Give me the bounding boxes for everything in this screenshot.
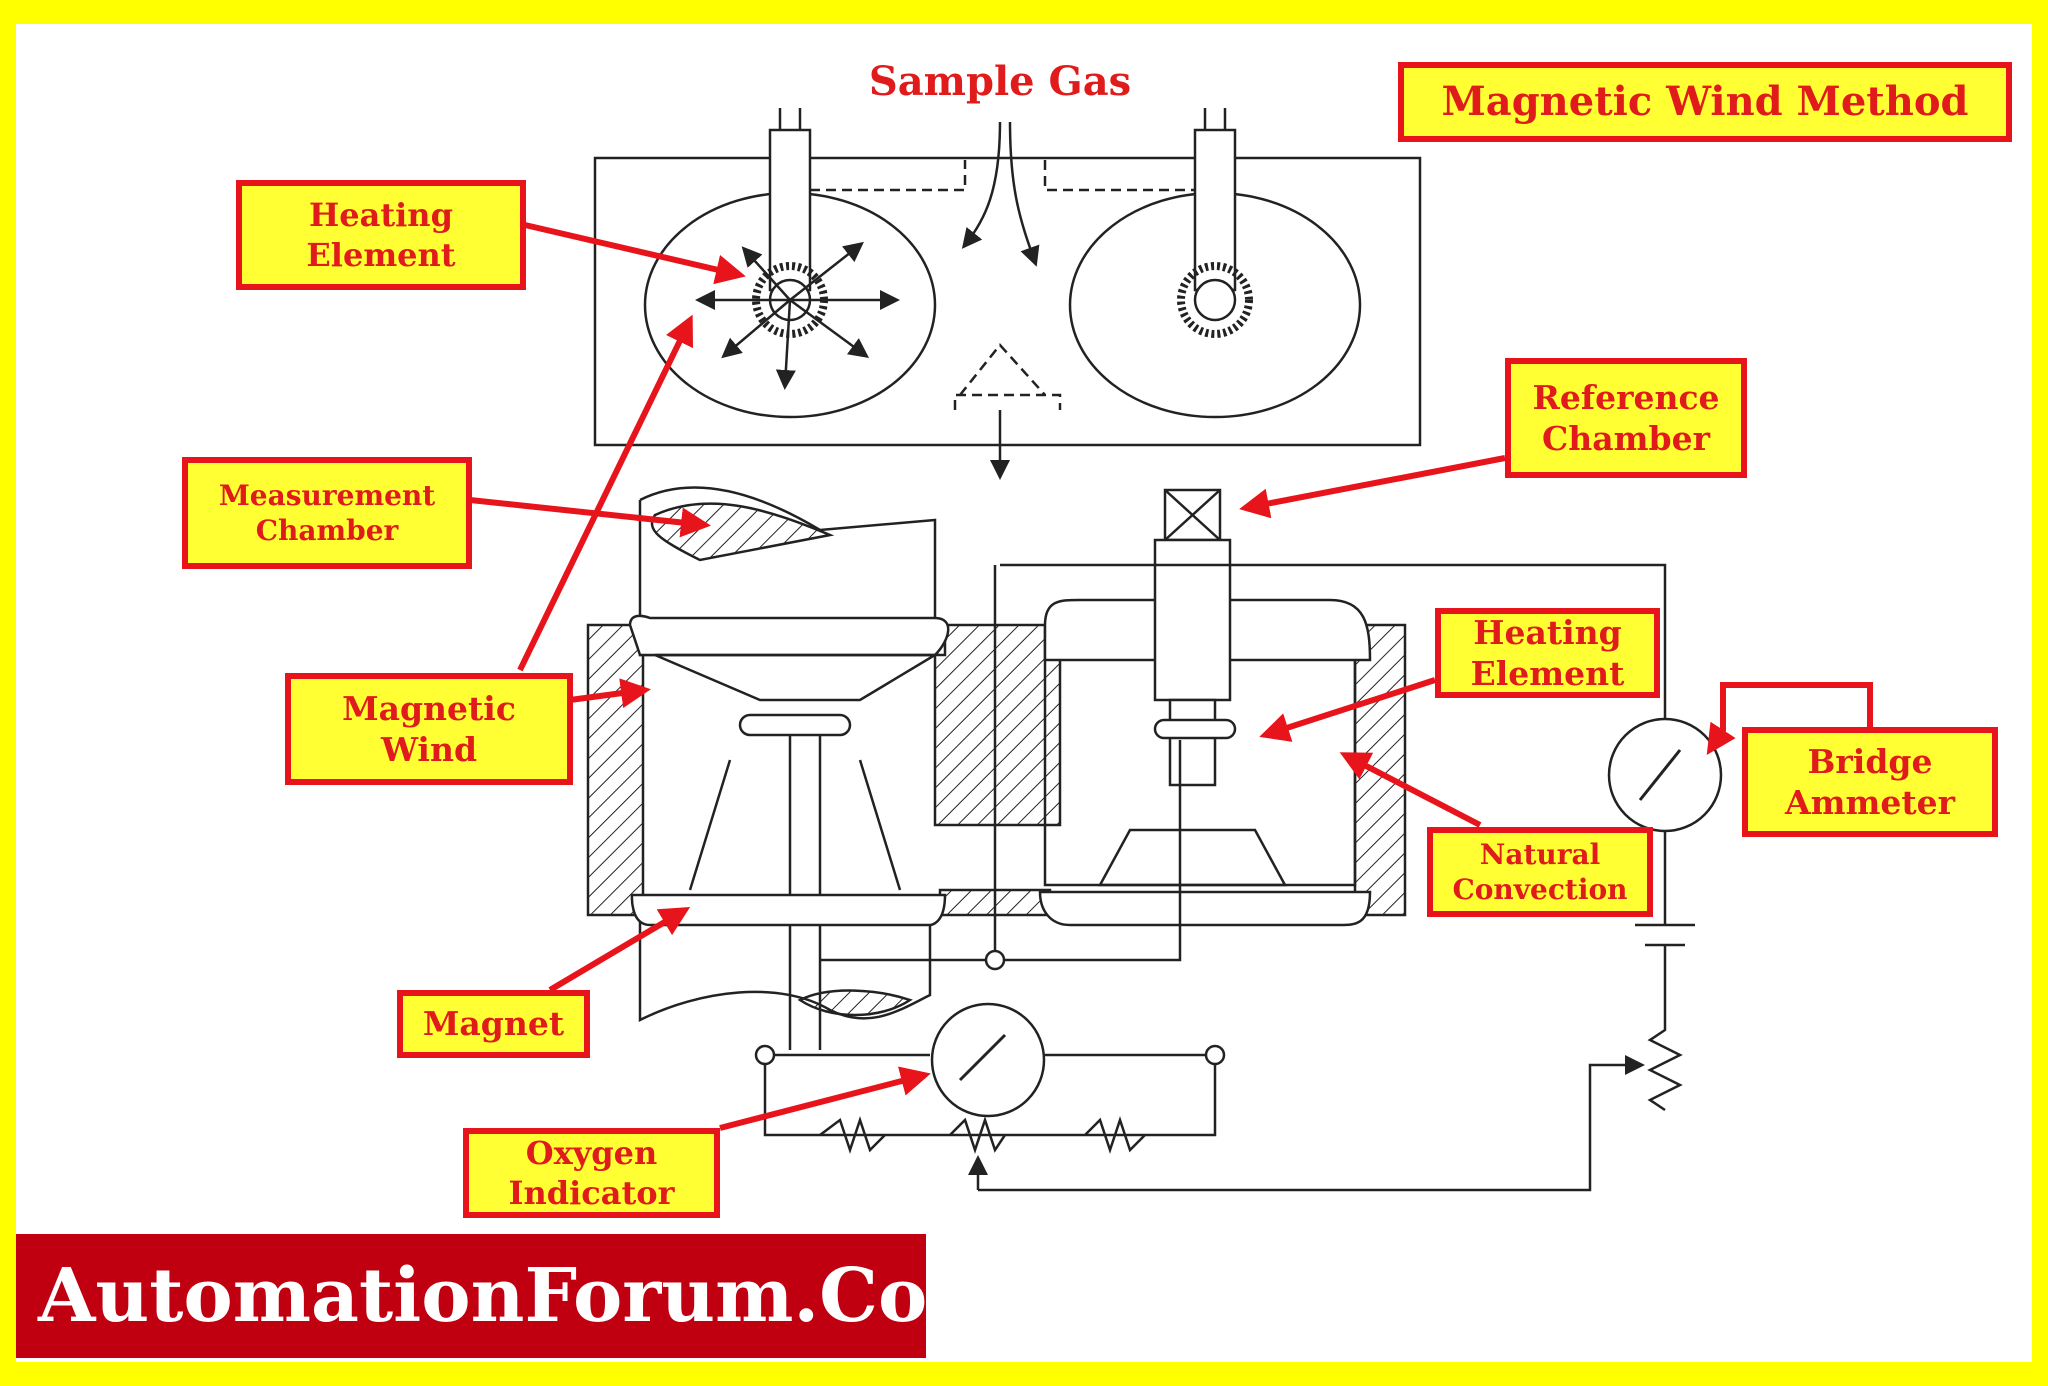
label-reference-chamber: Reference Chamber (1505, 358, 1747, 478)
label-text: Reference Chamber (1532, 377, 1720, 458)
label-natural-convection: Natural Convection (1427, 827, 1653, 917)
label-text: Magnetic Wind (342, 688, 516, 769)
label-magnetic-wind: Magnetic Wind (285, 673, 573, 785)
method-title-text: Magnetic Wind Method (1441, 78, 1969, 125)
label-text: Heating Element (306, 196, 456, 274)
label-text: Heating Element (1470, 612, 1625, 693)
label-bridge-ammeter: Bridge Ammeter (1742, 727, 1998, 837)
label-text: Oxygen Indicator (508, 1134, 675, 1212)
label-text: Measurement Chamber (218, 479, 436, 547)
label-text: Natural Convection (1452, 838, 1628, 906)
brand-banner: AutomationForum.Co (16, 1234, 928, 1358)
label-oxygen-indicator: Oxygen Indicator (463, 1128, 720, 1218)
label-heating-element-right: Heating Element (1435, 608, 1660, 698)
label-measurement-chamber: Measurement Chamber (182, 457, 472, 569)
label-text: Magnet (422, 1004, 565, 1044)
brand-text: AutomationForum.Co (38, 1253, 928, 1339)
sample-gas-title: Sample Gas (868, 58, 1132, 105)
label-magnet: Magnet (397, 990, 590, 1058)
measurement-apparatus (586, 486, 1723, 1192)
callout-arrows (469, 222, 1873, 1131)
method-title-box: Magnetic Wind Method (1398, 62, 2012, 142)
label-heating-element-top: Heating Element (236, 180, 526, 290)
upper-chamber-block (593, 108, 1422, 480)
label-text: Bridge Ammeter (1784, 741, 1956, 822)
